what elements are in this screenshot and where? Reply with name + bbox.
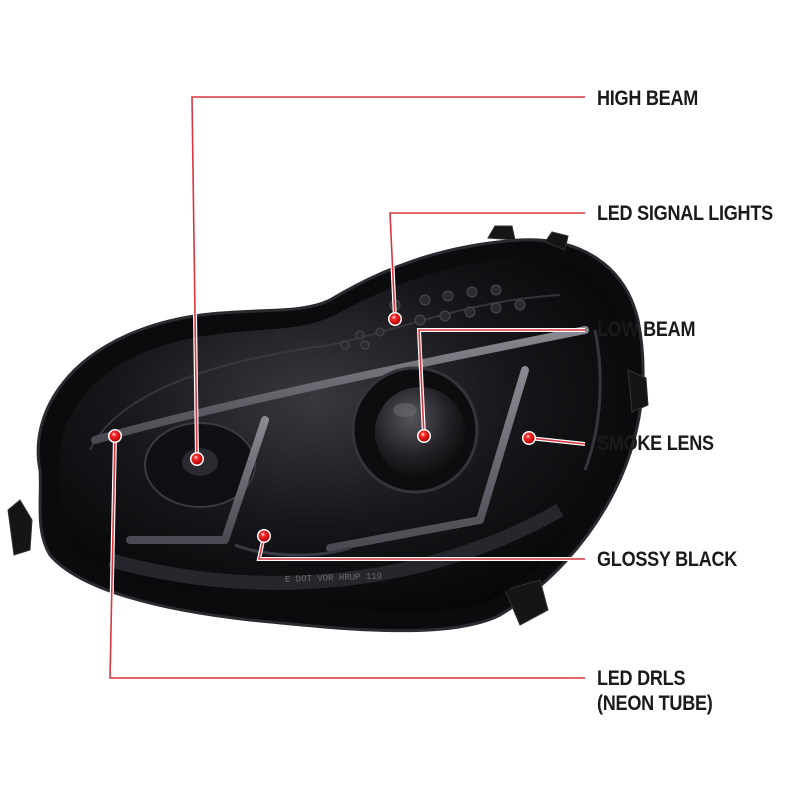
led-signal-dot: [375, 327, 385, 337]
drl-tube-right: [326, 366, 529, 552]
led-signal-dot: [490, 302, 502, 314]
callout-dot-smoke-lens: [523, 432, 535, 444]
led-signal-dot: [439, 310, 451, 322]
callout-line-led-signal-lights: [389, 212, 585, 320]
led-signal-dot: [340, 340, 350, 350]
led-signal-dot: [360, 340, 370, 350]
led-signal-dot: [355, 330, 365, 340]
led-signal-cluster: [340, 284, 526, 350]
led-signal-dot: [464, 306, 476, 318]
label-glossy-black: GLOSSY BLACK: [597, 548, 738, 571]
label-high-beam: HIGH BEAM: [597, 87, 699, 110]
mount-tab-top-right: [544, 231, 569, 251]
label-led-signal-lights: LED SIGNAL LIGHTS: [597, 202, 773, 225]
housing-marking: E DOT VOR HRUP 119: [285, 572, 383, 585]
led-signal-dot: [419, 294, 431, 306]
label-low-beam: LOW BEAM: [597, 318, 696, 341]
callout-dot-low-beam: [418, 430, 430, 442]
label-led-drls: LED DRLS (NEON TUBE): [597, 666, 713, 716]
callout-dot-led-signal-lights: [389, 313, 401, 325]
label-smoke-lens: SMOKE LENS: [597, 432, 714, 455]
glossy-black-bezel: [234, 543, 351, 557]
label-led-drls-line2: (NEON TUBE): [597, 692, 713, 715]
led-signal-dot: [466, 286, 478, 298]
lens-highlight: [89, 294, 561, 451]
callout-line-low-beam: [418, 329, 585, 437]
label-led-drls-line1: LED DRLS: [597, 667, 686, 690]
projector-glint: [393, 403, 417, 417]
lower-trim: [108, 503, 564, 590]
drl-tube-upper: [91, 326, 589, 444]
mount-tab-top: [487, 225, 516, 241]
led-signal-dot: [490, 284, 502, 296]
callout-line-smoke-lens: [528, 437, 586, 445]
callout-line-glossy-black: [258, 535, 585, 560]
lens-edge-glare: [583, 329, 602, 471]
callout-line-led-drls: [109, 435, 585, 679]
drl-tube-left: [126, 416, 269, 544]
callout-line-high-beam: [191, 96, 585, 460]
led-signal-dot: [514, 299, 526, 311]
callout-dot-glossy-black: [258, 530, 270, 542]
mount-tab-left: [7, 499, 33, 556]
led-signal-dot: [414, 314, 426, 326]
callout-dot-high-beam: [191, 453, 203, 465]
callout-lines: [107, 95, 586, 680]
callout-dot-led-drls: [109, 430, 121, 442]
mount-tab-right: [627, 369, 649, 413]
mount-tab-bottom-right: [504, 579, 549, 626]
led-signal-dot: [442, 290, 454, 302]
